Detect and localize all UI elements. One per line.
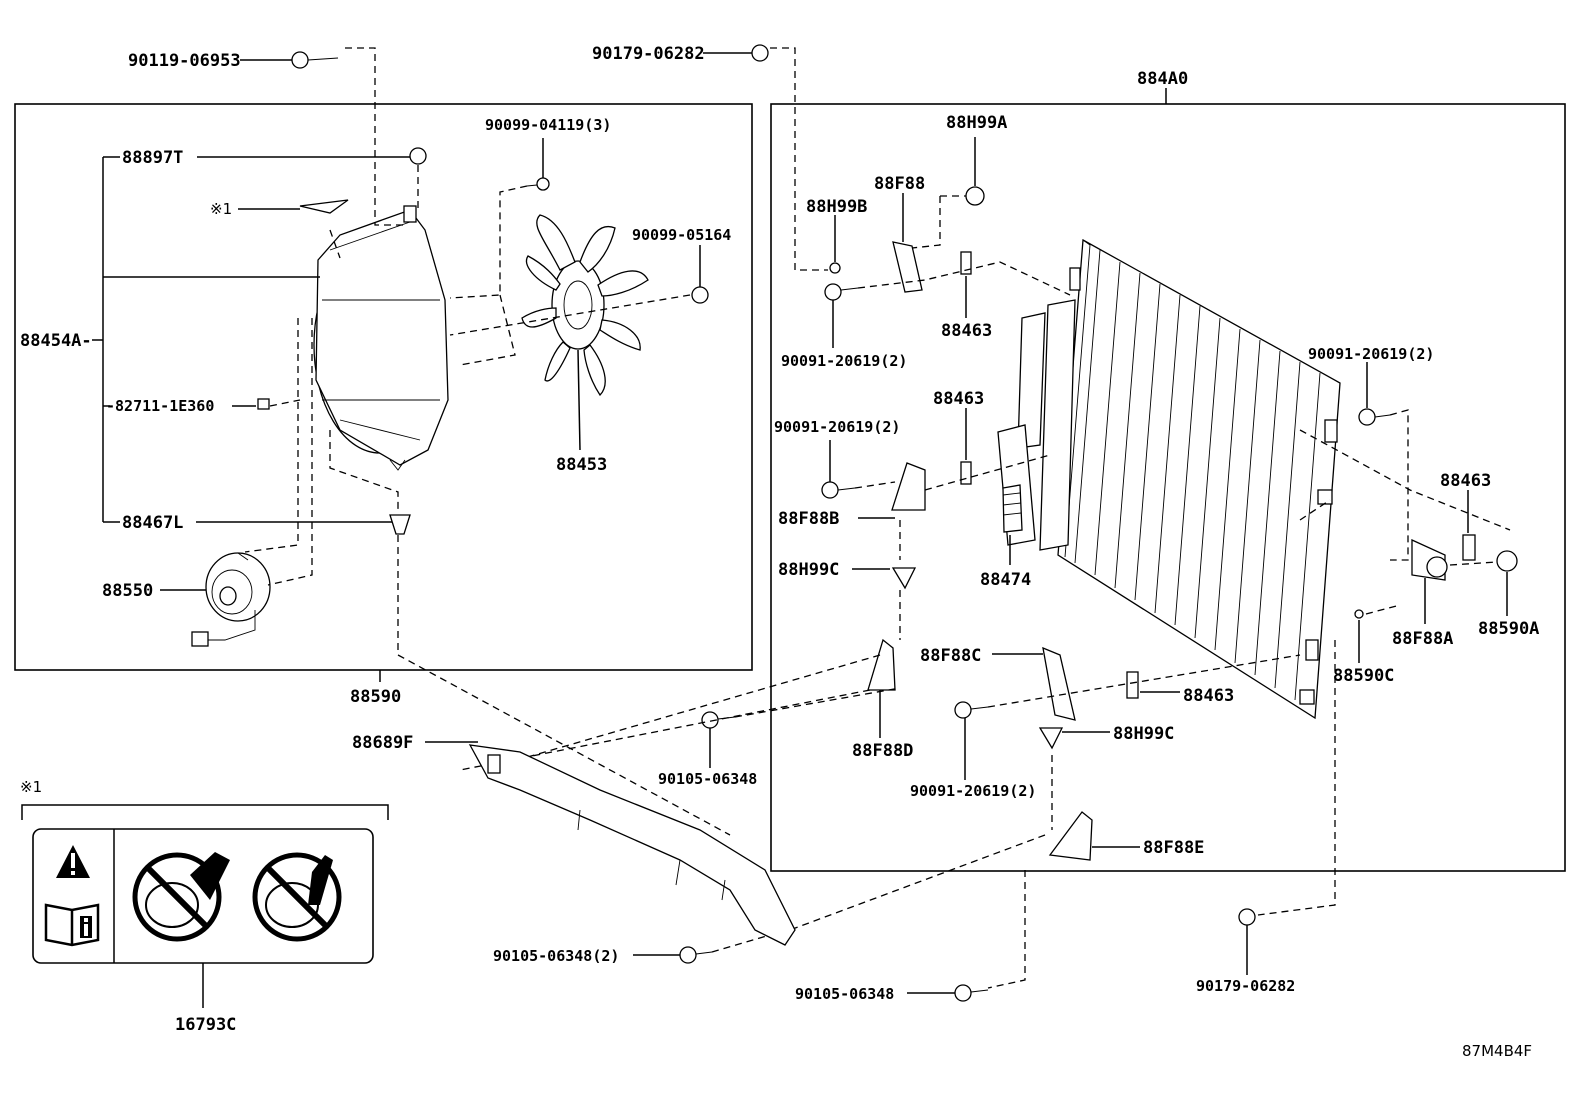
label-884A0: 884A0 <box>1137 69 1188 89</box>
label-16793C: 16793C <box>175 1015 236 1035</box>
support-beam-drawing <box>468 744 796 946</box>
label-90105-06348-c: 90105-06348 <box>795 985 894 1003</box>
right-leaders <box>425 137 1508 994</box>
label-88H99C-a: 88H99C <box>778 560 839 580</box>
warning-icon <box>56 845 90 878</box>
label-88590A: 88590A <box>1478 619 1539 639</box>
label-88F88E: 88F88E <box>1143 838 1204 858</box>
label-90179-06282-bottom: 90179-06282 <box>1196 977 1295 995</box>
label-88H99A: 88H99A <box>946 113 1007 133</box>
label-88453: 88453 <box>556 455 607 475</box>
label-90091-20619-d: 90091-20619(2) <box>910 782 1036 800</box>
label-note-mark-2: ※1 <box>20 778 42 796</box>
label-88F88D: 88F88D <box>852 741 913 761</box>
label-88F88A: 88F88A <box>1392 629 1453 649</box>
label-90105-06348-a: 90105-06348 <box>658 770 757 788</box>
no-spray-fan-icon <box>252 852 342 942</box>
label-88F88C: 88F88C <box>920 646 981 666</box>
label-88H99C-b: 88H99C <box>1113 724 1174 744</box>
label-88H99B: 88H99B <box>806 197 867 217</box>
right-dashed-lines <box>459 195 1511 989</box>
label-88689F: 88689F <box>352 733 413 753</box>
label-88474: 88474 <box>980 570 1031 590</box>
label-90099-04119: 90099-04119(3) <box>485 116 611 134</box>
left-leaders <box>92 59 701 682</box>
label-90119-06953: 90119-06953 <box>128 51 241 71</box>
diagram-code: 87M4B4F <box>1462 1042 1532 1060</box>
label-88463-b: 88463 <box>933 389 984 409</box>
label-88897T: 88897T <box>122 148 183 168</box>
label-bracket <box>21 804 389 820</box>
label-88463-a: 88463 <box>941 321 992 341</box>
fan-blade-drawing <box>521 214 649 397</box>
left-dashed-lines <box>244 47 731 836</box>
label-82711-1E360: -82711-1E360 <box>106 397 214 415</box>
label-90099-05164: 90099-05164 <box>632 226 731 244</box>
label-90105-06348-b: 90105-06348(2) <box>493 947 619 965</box>
label-88550: 88550 <box>102 581 153 601</box>
label-90091-20619-a: 90091-20619(2) <box>781 352 907 370</box>
fan-assembly-frame <box>14 103 753 671</box>
label-88F88B: 88F88B <box>778 509 839 529</box>
fan-motor-drawing <box>191 552 271 647</box>
washer-icon <box>751 44 769 62</box>
label-88454A: 88454A- <box>20 331 92 351</box>
label-90091-20619-c: 90091-20619(2) <box>1308 345 1434 363</box>
condenser-assembly-frame <box>770 103 1566 872</box>
label-88463-d: 88463 <box>1183 686 1234 706</box>
label-88463-c: 88463 <box>1440 471 1491 491</box>
label-88590C: 88590C <box>1333 666 1394 686</box>
label-88590: 88590 <box>350 687 401 707</box>
label-90091-20619-b: 90091-20619(2) <box>774 418 900 436</box>
label-88F88: 88F88 <box>874 174 925 194</box>
manual-book-icon <box>44 903 100 947</box>
condenser-drawing <box>997 238 1341 720</box>
label-88467L: 88467L <box>122 513 183 533</box>
fasteners-left <box>257 51 709 535</box>
brackets-right <box>679 186 1518 1002</box>
label-note-mark-1: ※1 <box>210 200 232 218</box>
label-90179-06282-top: 90179-06282 <box>592 44 705 64</box>
fan-shroud-drawing <box>313 205 449 471</box>
no-hand-fan-icon <box>132 852 230 942</box>
